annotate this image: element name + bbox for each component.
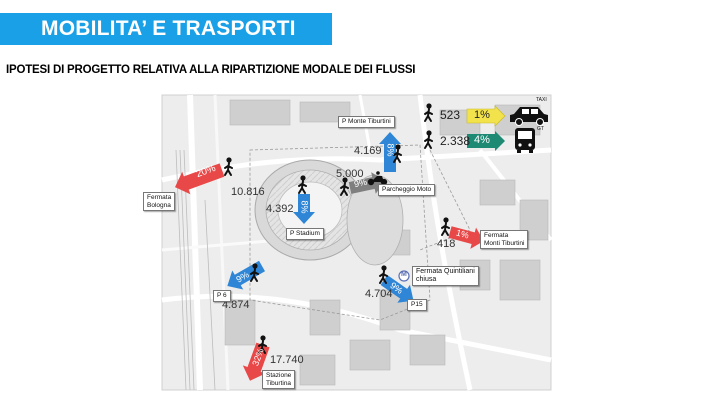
bus-icon [515,128,535,153]
monte-tiburtini-percent: 8% [385,143,396,157]
flow-arrow-monte-tiburtini [379,132,401,172]
monti-tiburtini-count: 418 [437,238,456,250]
taxi-icon [510,107,548,126]
p6-label: P 6 [213,290,231,302]
legend-bus-label: GT [537,126,544,132]
p6-count: 4.874 [222,299,250,311]
metro-badge-circle [398,270,410,282]
legend-arrow-bus [467,131,505,151]
road-network [161,147,552,183]
moto-label: Parcheggio Moto [378,184,436,196]
stadium-label: P Stadium [286,228,324,240]
flow-arrow-tiburtina [242,342,270,381]
monti-tiburtini-label: Fermata Monti Tiburtini [480,230,529,249]
monte-tiburtini-count: 4.169 [354,145,382,157]
quintiliani-count: 4.704 [365,288,393,300]
stadium-percent: 8% [299,200,310,214]
stadium-count: 4.392 [266,203,294,215]
metro-icon: M [401,271,407,278]
pedestrian-icons [224,103,450,354]
flow-arrow-quintiliani [380,275,414,303]
legend-taxi-label: TAXI [536,97,547,103]
tiburtina-label: Stazione Tiburtina [262,370,296,389]
p15-label: P15 [407,299,427,311]
moto-count: 5.000 [336,168,364,180]
monte-tiburtini-label: P Monte Tiburtini [338,116,395,128]
flow-arrow-monti-tiburtini [448,226,484,249]
legend-bus-count: 2.338 [440,134,471,148]
legend-arrow-taxi [466,105,506,127]
buildings [224,99,549,386]
quintiliani-label: Fermata Quintiliani chiusa [412,266,479,286]
legend-taxi-percent: 1% [474,109,490,121]
bologna-label: Fermata Bologna [143,192,176,211]
page-subtitle: IPOTESI DI PROGETTO RELATIVA ALLA RIPART… [6,64,416,76]
tiburtina-count: 17.740 [270,354,304,366]
legend-taxi-count: 523 [440,108,461,122]
page-title: MOBILITA’ E TRASPORTI [41,17,296,40]
title-bar [0,13,332,45]
motorcycle-icon [367,171,388,186]
flow-arrow-stadium [293,194,315,224]
legend-bus-percent: 4% [474,134,490,146]
flow-arrow-bologna [175,163,225,195]
bologna-count: 10.816 [231,186,265,198]
